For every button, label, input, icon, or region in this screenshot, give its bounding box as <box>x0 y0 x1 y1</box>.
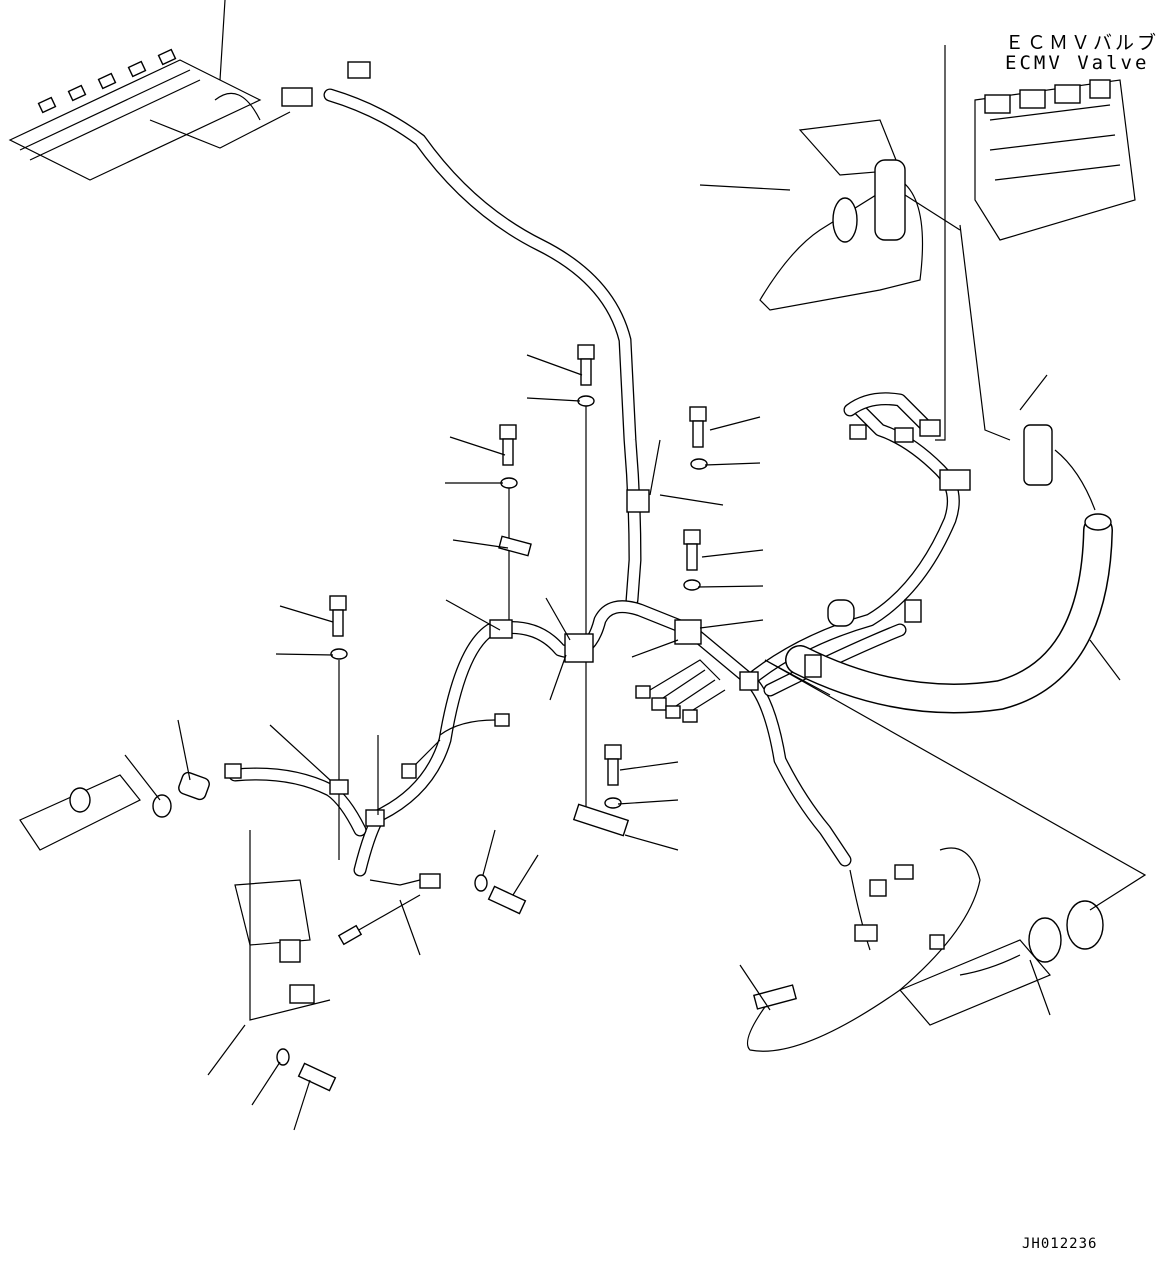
bottom-right-components <box>746 847 1104 1052</box>
right-plug-bundle <box>843 392 941 443</box>
lower-harness-branch <box>228 403 960 877</box>
valve-label-jp: ＥＣＭＶバルブ <box>1005 32 1160 54</box>
drawing-code: JH012236 <box>1022 1236 1098 1252</box>
leader-lines <box>124 354 1147 1131</box>
top-left-connector-bank <box>8 0 371 181</box>
alignment-lines <box>338 406 587 860</box>
left-components <box>19 763 331 1021</box>
ecmv-valve-block <box>935 45 1136 441</box>
sensor-leads <box>337 659 726 946</box>
valve-label-en: ECMV Valve <box>1005 52 1150 74</box>
main-harness-trunk <box>323 88 642 607</box>
transmission-connector-assembly <box>699 119 961 311</box>
right-conduit <box>785 424 1113 714</box>
bolt-group <box>276 344 708 1092</box>
clamps <box>329 469 971 837</box>
